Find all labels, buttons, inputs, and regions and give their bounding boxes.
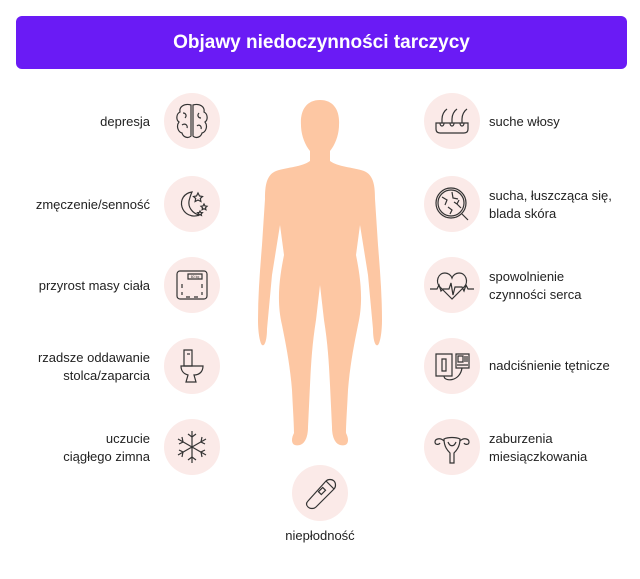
scale-icon: 60 kg [170,263,214,307]
label-line: spowolnienie [489,269,565,284]
snowflake-icon [170,425,214,469]
symptom-icon-circle [292,465,348,521]
symptom-icon-circle [424,257,480,313]
blood-pressure-monitor-icon [430,344,474,388]
label-line: uczucie [105,431,150,446]
symptom-label: zaburzenia miesiączkowania [489,430,640,466]
human-body-silhouette [258,100,382,446]
toilet-icon [170,344,214,388]
label-line: zaburzenia [489,431,553,446]
scale-readout: 60 kg [191,275,200,279]
page-title: Objawy niedoczynności tarczycy [173,31,470,53]
label-line: blada skóra [489,206,557,221]
label-line: miesiączkowania [489,449,588,464]
label-line: ciągłego zimna [63,449,150,464]
heart-pulse-icon [430,263,474,307]
symptom-label: niepłodność [285,528,355,543]
symptom-label: sucha, łuszcząca się, blada skóra [489,187,640,223]
symptom-icon-circle [164,176,220,232]
symptom-label: uczucie ciągłego zimna [0,430,150,466]
label-line: stolca/zaparcia [63,368,150,383]
title-banner: Objawy niedoczynności tarczycy [16,16,627,69]
symptom-icon-circle [164,338,220,394]
label-line: czynności serca [489,287,582,302]
hair-follicle-icon [430,99,474,143]
moon-stars-icon [170,182,214,226]
symptom-icon-circle [424,338,480,394]
label-line: rzadsze oddawanie [37,350,150,365]
symptom-label: zmęczenie/senność [35,197,150,212]
symptom-icon-circle: 60 kg [164,257,220,313]
symptom-label: suche włosy [489,114,560,129]
symptom-icon-circle [424,419,480,475]
cracked-skin-magnifier-icon [430,182,474,226]
symptom-icon-circle [424,176,480,232]
symptom-label: przyrost masy ciała [38,278,150,293]
symptom-icon-circle [424,93,480,149]
brain-icon [170,99,214,143]
symptom-icon-circle [164,93,220,149]
pregnancy-test-icon [298,471,342,515]
symptom-label: rzadsze oddawanie stolca/zaparcia [0,349,150,385]
symptom-label: nadciśnienie tętnicze [489,358,610,373]
symptom-label: depresja [100,114,150,129]
label-line: sucha, łuszcząca się, [489,188,612,203]
symptom-icon-circle [164,419,220,475]
symptom-label: spowolnienie czynności serca [489,268,640,304]
uterus-icon [430,425,474,469]
